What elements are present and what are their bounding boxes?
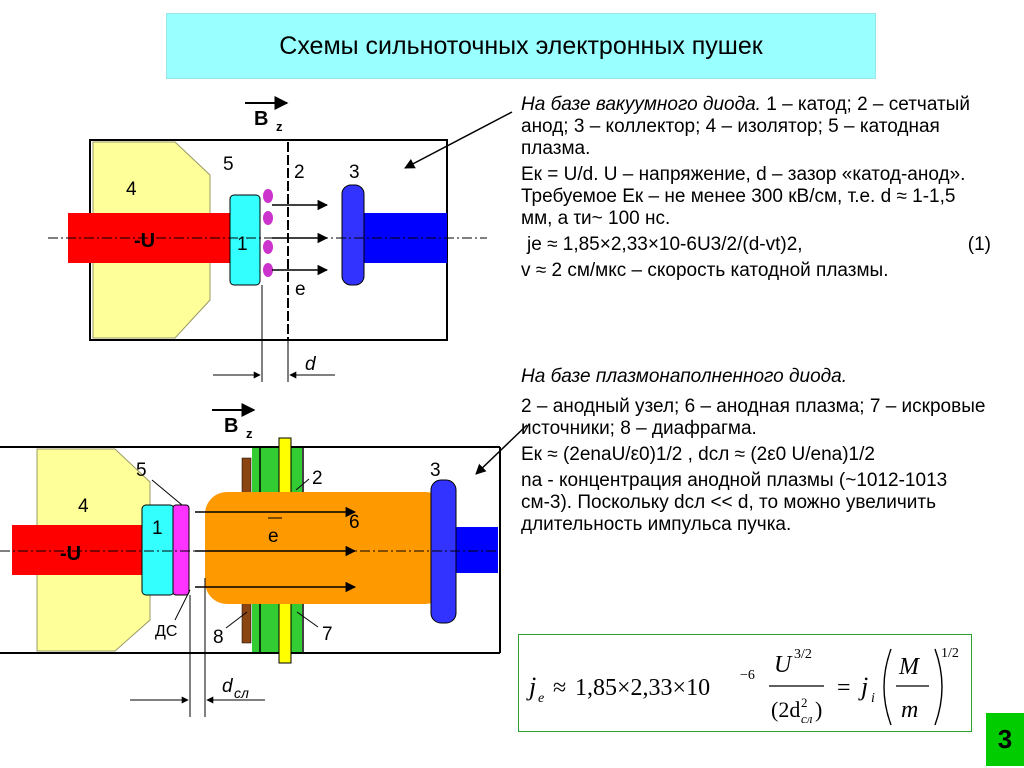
label-4-d2: 4 — [78, 496, 89, 517]
p5: На базе плазмонаполненного диода. — [521, 366, 991, 388]
voltage-label-1: -U — [134, 230, 155, 252]
p8: na - концентрация анодной плазмы (~1012-… — [521, 470, 948, 535]
label-8-d2: 8 — [213, 627, 224, 648]
p7: Eк ≈ (2enaU/ε0)1/2 , dсл ≈ (2ε0 U/ena)1/… — [521, 444, 875, 465]
formula-outer-exp: 1/2 — [941, 646, 959, 661]
leader-8-d2 — [225, 611, 248, 629]
cathode-rod-2 — [12, 525, 142, 575]
ds-label-2: ДС — [155, 623, 177, 640]
leader-2-d2 — [295, 478, 310, 491]
plasma-blob-1a — [263, 189, 273, 203]
electron-label-2: e — [268, 526, 279, 547]
diaphragm-2 — [172, 504, 190, 596]
label-2-d2: 2 — [312, 468, 323, 489]
formula-m: m — [901, 697, 918, 723]
formula-ji-sub: i — [871, 691, 875, 706]
formula-M: M — [898, 654, 921, 680]
gap-label-2: d — [222, 676, 234, 697]
pointer-line-1 — [404, 111, 513, 169]
formula-svg: j e ≈ 1,85×2,33×10 −6 U 3/2 (2d сл 2 ) =… — [526, 646, 959, 726]
label-3-d2: 3 — [430, 460, 441, 481]
formula-den: (2d — [771, 697, 800, 722]
bfield-sub-1: z — [276, 119, 283, 134]
page-number: 3 — [986, 713, 1024, 766]
paren-right — [934, 648, 943, 726]
bfield-sub-2: z — [246, 426, 253, 441]
label-5-d1: 5 — [223, 154, 234, 175]
formula-box: j e ≈ 1,85×2,33×10 −6 U 3/2 (2d сл 2 ) =… — [518, 634, 972, 732]
collector-rod-2 — [453, 527, 498, 573]
p1-title: На базе вакуумного диода. — [521, 94, 761, 115]
formula-approx: ≈ — [553, 675, 566, 701]
p6: 2 – анодный узел; 6 – анодная плазма; 7 … — [521, 396, 986, 439]
leader-ds-d2 — [174, 589, 191, 621]
p1: На базе вакуумного диода. 1 – катод; 2 –… — [521, 94, 991, 160]
plasma-blob-1d — [263, 263, 273, 277]
diagram-plasma-diode: B z 4 5 1 2 3 6 7 8 ДС -U e d сл — [0, 403, 528, 717]
formula-ji: j — [858, 672, 868, 701]
bfield-label-2: B — [224, 415, 238, 437]
label-2-d1: 2 — [294, 162, 305, 183]
p3-number: (1) — [967, 234, 991, 255]
label-6-d2: 6 — [349, 512, 360, 533]
bfield-label-1: B — [254, 108, 268, 130]
label-7-d2: 7 — [322, 624, 333, 645]
label-3-d1: 3 — [349, 162, 360, 183]
page-title: Схемы сильноточных электронных пушек — [166, 13, 876, 79]
formula-den-sub: сл — [801, 711, 813, 726]
vacuum-diode-description: На базе вакуумного диода. 1 – катод; 2 –… — [521, 94, 991, 286]
electron-label-1: e — [295, 279, 306, 300]
voltage-label-2: -U — [60, 543, 81, 565]
collector-1 — [341, 184, 365, 286]
formula-coef-exp: −6 — [740, 668, 755, 683]
p3: je ≈ 1,85×2,33×10-6U3/2/(d-vt)2, (1) — [521, 234, 991, 256]
formula-num-exp: 3/2 — [794, 647, 812, 662]
leader-7-d2 — [296, 611, 319, 628]
plasma-blob-1c — [263, 240, 273, 254]
formula-lhs: j — [526, 672, 536, 701]
gap-label-2-sub: сл — [234, 685, 249, 701]
formula-den-close: ) — [815, 697, 822, 722]
p5-title: На базе плазмонаполненного диода. — [521, 366, 848, 387]
p2: Eк = U/d. U – напряжение, d – зазор «кат… — [521, 164, 966, 229]
label-1-d2: 1 — [152, 518, 163, 539]
paren-left — [883, 648, 892, 726]
label-4-d1: 4 — [126, 179, 137, 200]
p1-rest: 1 – катод; 2 – сетчатый анод; 3 – коллек… — [521, 94, 970, 159]
plasma-diode-description: На базе плазмонаполненного диода. 2 – ан… — [521, 366, 991, 540]
diagram-vacuum-diode: B z 4 5 2 3 1 -U e d — [48, 96, 513, 382]
formula-num-base: U — [774, 652, 793, 678]
label-1-d1: 1 — [237, 234, 248, 255]
p3-formula: je ≈ 1,85×2,33×10-6U3/2/(d-vt)2, — [527, 234, 803, 255]
formula-den-exp: 2 — [801, 695, 808, 710]
label-5-d2: 5 — [136, 460, 147, 481]
gap-label-1: d — [305, 354, 317, 375]
pointer-line-2 — [475, 424, 528, 475]
p4: v ≈ 2 см/мкс – скорость катодной плазмы. — [521, 260, 889, 281]
plasma-blob-1b — [263, 211, 273, 225]
formula-lhs-sub: e — [538, 691, 544, 706]
formula-coef: 1,85×2,33×10 — [575, 675, 710, 701]
leader-5-d2 — [151, 479, 183, 506]
anode-plasma-2 — [205, 492, 447, 604]
formula-eq: = — [837, 675, 851, 701]
cathode-1 — [229, 194, 261, 286]
anode-rod-brown-bottom-2 — [241, 597, 252, 644]
